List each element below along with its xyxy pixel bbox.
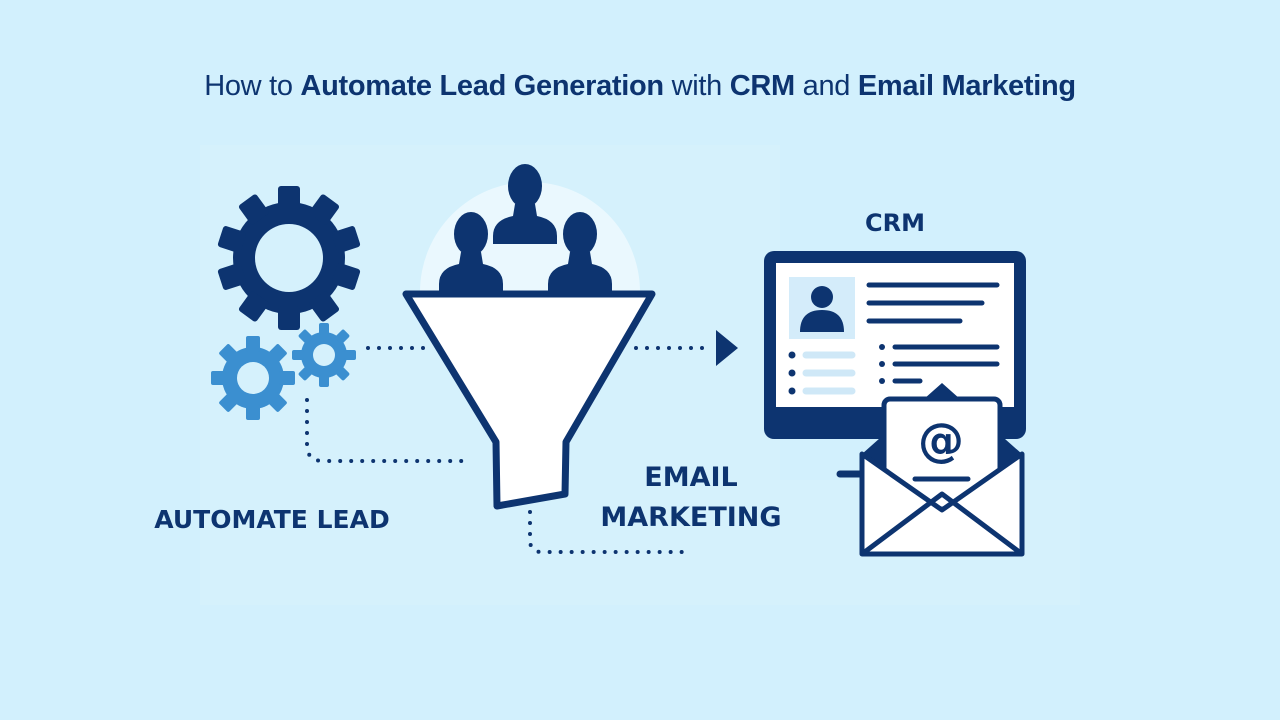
title-part: Email Marketing: [857, 70, 1076, 102]
title-part: How to: [204, 70, 301, 102]
users-group-icon: [439, 164, 612, 294]
gear-small-icon: [211, 336, 295, 420]
email-envelope-icon: [859, 383, 1025, 557]
email-marketing-label: EMAIL MARKETING: [598, 458, 784, 538]
gear-large-icon: [217, 186, 361, 330]
at-symbol-icon: @: [918, 413, 964, 467]
email-label-line2: MARKETING: [600, 502, 782, 533]
page-title: How to Automate Lead Generation with CRM…: [0, 70, 1280, 103]
crm-label: CRM: [865, 209, 925, 237]
title-part: CRM: [729, 70, 795, 102]
funnel-icon: [402, 290, 656, 510]
gear-small-icon: [292, 323, 356, 387]
title-part: with: [663, 70, 730, 102]
title-part: Automate Lead Generation: [300, 70, 664, 102]
email-label-line1: EMAIL: [644, 462, 738, 493]
arrow-right-icon: [716, 330, 738, 366]
automate-lead-label: AUTOMATE LEAD: [154, 505, 390, 534]
contact-card-icon: [789, 277, 855, 339]
title-part: and: [794, 70, 858, 102]
